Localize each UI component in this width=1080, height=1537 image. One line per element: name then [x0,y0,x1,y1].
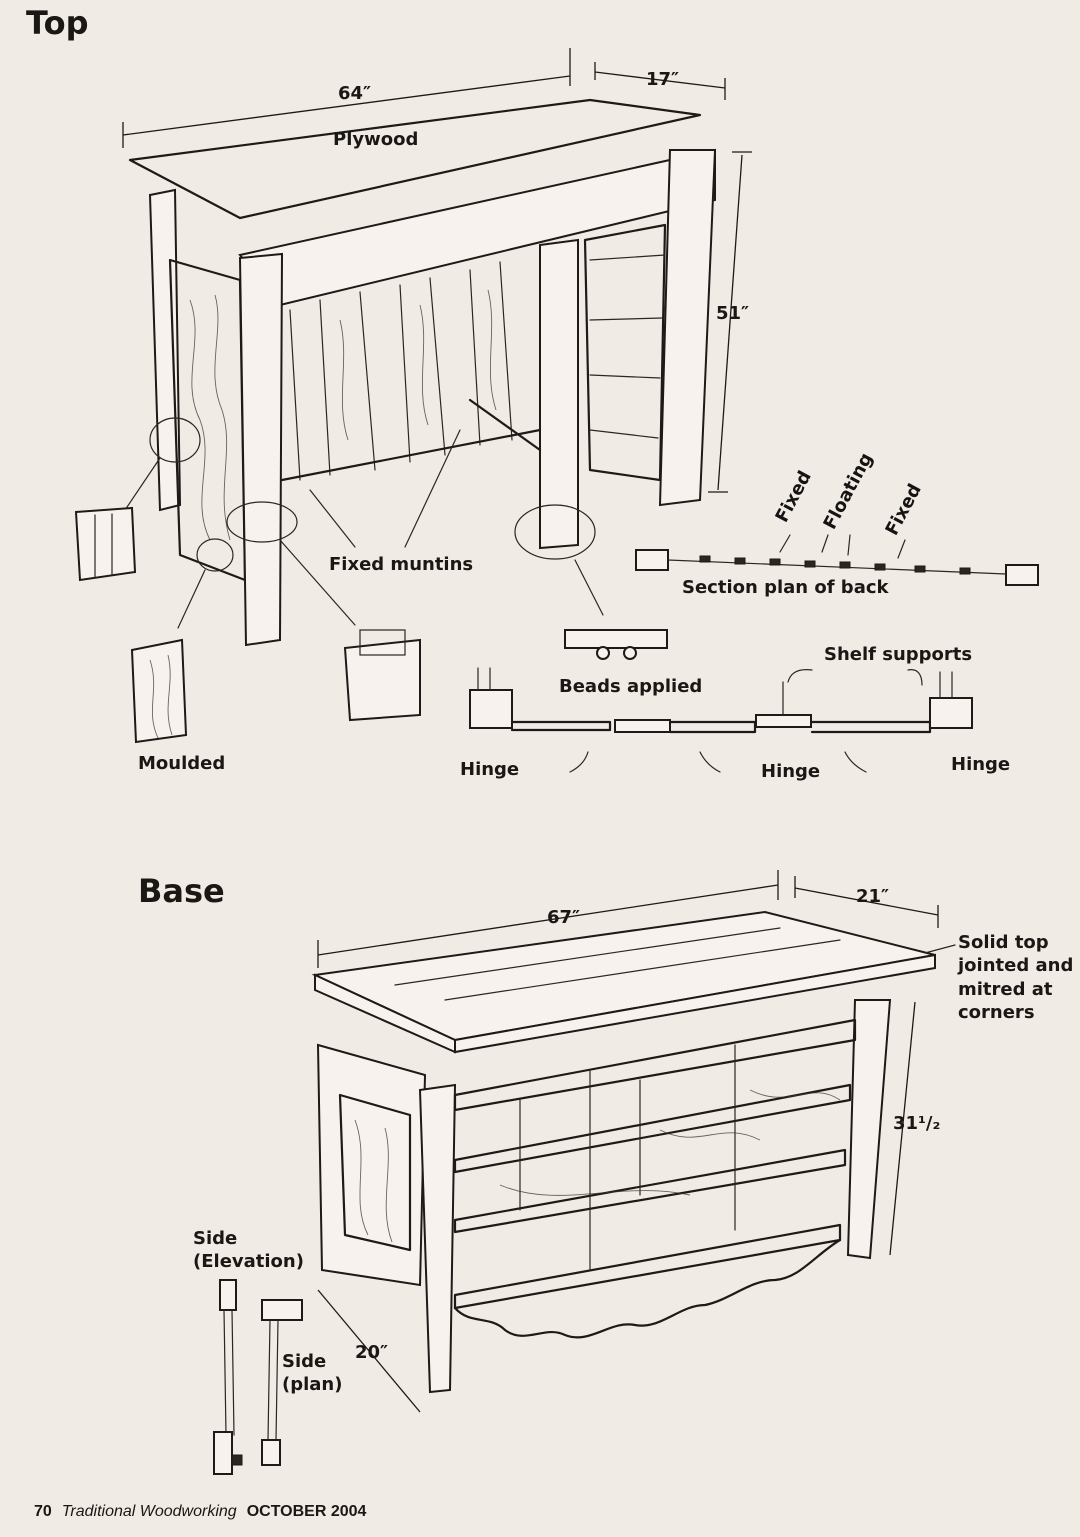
top-cabinet-drawing [124,98,717,647]
shelf-supports-label: Shelf supports [824,644,973,665]
moulded-label: Moulded [138,753,226,774]
base-dimension-lines [317,870,956,1413]
side-elevation-line-1: Side [193,1228,238,1249]
beads-applied-label: Beads applied [559,676,703,697]
issue-date: OCTOBER 2004 [246,1503,367,1520]
solid-top-note-line-2: jointed and [958,955,1074,977]
top-dimension-lines [122,48,752,493]
base-cabinet-drawing [311,910,936,1394]
section-plan-label: Section plan of back [682,577,889,598]
solid-top-note-line-3: mitred at [958,978,1053,1000]
plywood-label: Plywood [333,129,419,150]
magazine-title: Traditional Woodworking [61,1503,237,1520]
top-height-dimension: 51″ [716,303,750,324]
solid-top-note: Solid top jointed and mitred at corners [958,931,1073,1025]
base-width-dimension: 67″ [547,907,581,928]
side-plan-line-2: (plan) [282,1374,343,1396]
page-number: 70 [34,1503,52,1520]
base-height-dimension: 31¹/₂ [893,1113,941,1134]
heading-base: Base [138,872,225,910]
top-depth-dimension: 17″ [646,69,680,90]
base-depth-top-dimension: 21″ [856,886,890,907]
side-plan-line-1: Side [282,1351,327,1372]
joint-detail-sketches [74,506,421,744]
page-footer: 70 Traditional Woodworking OCTOBER 2004 [34,1503,366,1521]
top-width-dimension: 64″ [338,83,372,104]
section-plan-of-back-diagram [635,534,1039,586]
side-section-diagrams [213,1279,303,1475]
fixed-muntins-label: Fixed muntins [329,554,474,575]
solid-top-note-line-1: Solid top [958,932,1049,953]
hinge-plan-diagram [469,629,973,773]
side-elevation-line-2: (Elevation) [193,1251,304,1273]
hinge-label-1: Hinge [460,759,520,780]
hinge-label-2: Hinge [761,761,821,782]
solid-top-note-line-4: corners [958,1002,1035,1024]
base-depth-side-dimension: 20″ [355,1342,389,1363]
heading-top: Top [26,4,89,42]
side-plan-label: Side (plan) [282,1350,342,1397]
side-elevation-label: Side (Elevation) [193,1227,304,1274]
hinge-label-3: Hinge [951,754,1011,775]
